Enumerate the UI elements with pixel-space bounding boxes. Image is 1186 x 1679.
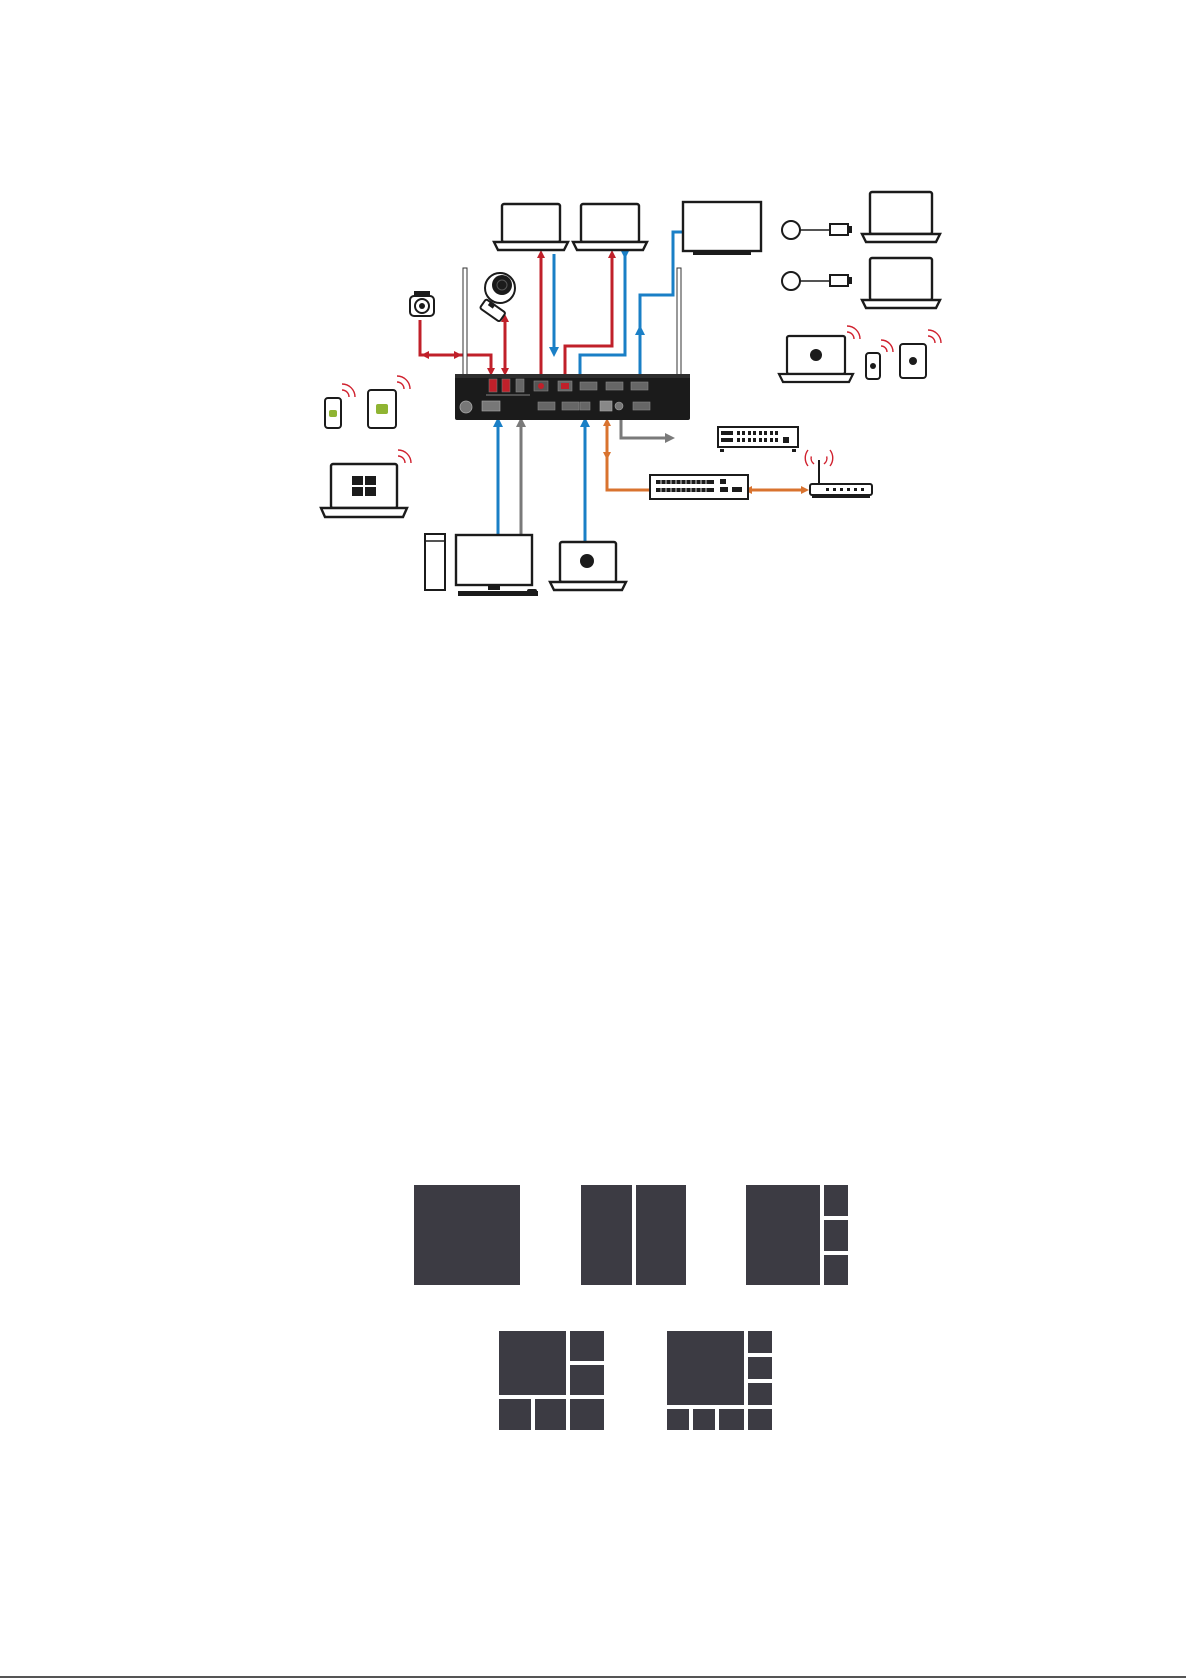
right-antenna-icon [677,268,681,376]
network-switch-icon [650,475,748,499]
layout-one-plus-seven [667,1331,772,1430]
usb-port-3 [516,379,524,392]
android-phone-icon [325,384,355,428]
usb-port-2 [502,379,510,392]
layout-dual [581,1185,686,1285]
windows-laptop-icon [321,450,411,517]
lan-port [600,401,612,411]
laptop-right-1 [862,192,940,242]
control-system-icon [718,427,798,452]
vga-port [482,401,500,411]
speakerphone-icon [485,273,515,303]
audio-port [615,402,623,410]
hdmi-in-bottom-2 [562,402,579,410]
android-tablet-icon [368,376,410,428]
laptop-top-2 [573,204,647,250]
hdmi-out-top [631,382,648,390]
hdmi-in-2 [606,382,623,390]
left-antenna-icon [463,268,467,376]
apple-laptop-wired-icon [550,542,626,590]
laptop2-usb-link [565,254,612,384]
laptop-right-2 [862,258,940,308]
apple-laptop-icon [779,326,860,382]
desktop-computer-icon [425,534,538,596]
camera-usb-link [420,320,491,372]
usb-port-1 [489,379,497,392]
usb-links [420,254,612,384]
layout-single [414,1185,520,1285]
wireless-button-dongle-icon [782,221,852,239]
wireless-button-dongle-icon-2 [782,272,852,290]
apple-tablet-icon [900,330,941,378]
hdmi-in-1 [580,382,597,390]
layout-one-plus-three [746,1185,848,1285]
wifi-router-icon [805,450,872,498]
usb-camera-icon [410,291,434,316]
laptop-top-1 [494,204,568,250]
layout-one-plus-five [499,1331,604,1430]
apple-phone-icon [866,340,893,379]
control-system-link [621,420,670,438]
power-port [460,401,472,413]
control-links [521,420,670,535]
display-icon [683,202,761,255]
hdmi-in-bottom-1 [538,402,555,410]
hdmi-in-bottom-3 [580,402,590,410]
hdmi-out [633,402,650,410]
